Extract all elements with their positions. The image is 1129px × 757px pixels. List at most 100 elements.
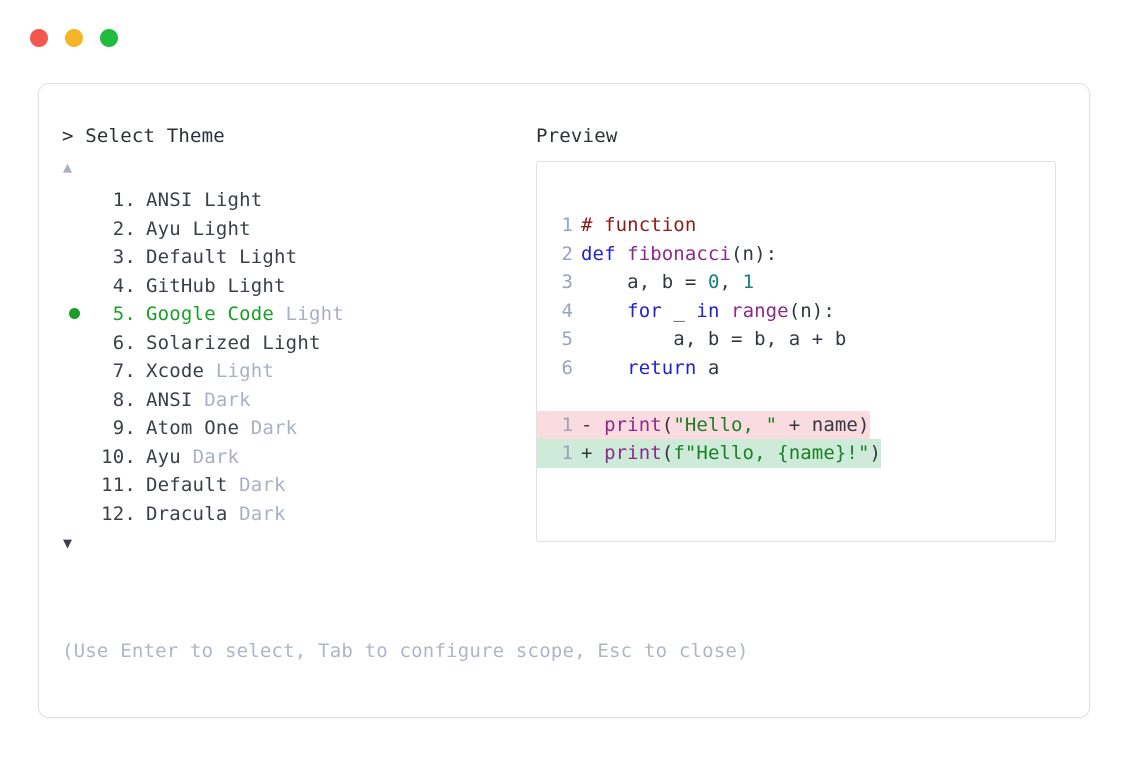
- code-token-plain: (n):: [788, 299, 835, 322]
- theme-item-space: [216, 275, 228, 297]
- code-line: 1# function: [537, 211, 1055, 240]
- theme-item-label: ANSI Light: [136, 186, 262, 215]
- scroll-up-arrow-icon[interactable]: ▲: [63, 158, 73, 176]
- minimize-window-button[interactable]: [65, 29, 83, 47]
- theme-item-variant: Light: [262, 331, 321, 354]
- prompt-spacer: [74, 125, 86, 147]
- code-line-text: a, b = b, a + b: [573, 325, 846, 354]
- theme-item-number: 5.: [112, 303, 136, 325]
- code-token-comment: # function: [581, 214, 697, 236]
- theme-item-variant: Light: [285, 303, 344, 325]
- close-window-button[interactable]: [30, 29, 48, 47]
- theme-item-label: Atom One Dark: [136, 414, 297, 443]
- theme-item-base-name: Xcode: [146, 360, 205, 382]
- theme-item-label: GitHub Light: [136, 272, 286, 301]
- theme-item-base-name: GitHub: [146, 274, 216, 297]
- theme-item-label: Default Light: [136, 243, 297, 272]
- theme-item-number: 12.: [101, 502, 136, 525]
- theme-item-space: [239, 417, 251, 439]
- code-line: 5 a, b = b, a + b: [537, 325, 1055, 354]
- theme-item-space: [204, 360, 216, 382]
- preview-label: Preview: [536, 125, 618, 147]
- theme-item-base-name: Default: [146, 474, 228, 496]
- code-line-text: return a: [573, 354, 719, 383]
- diff-line-text: + print(f"Hello, {name}!"): [573, 439, 881, 468]
- theme-item-base-name: Ayu: [146, 445, 181, 468]
- code-token-plain: ): [869, 442, 882, 464]
- theme-list-item[interactable]: 1.ANSI Light: [62, 186, 532, 215]
- theme-item-number: 4.: [112, 274, 136, 297]
- keyboard-hint: (Use Enter to select, Tab to configure s…: [62, 640, 749, 662]
- theme-item-base-name: ANSI: [146, 189, 193, 211]
- code-token-func: fibonacci: [627, 242, 732, 265]
- theme-list-item[interactable]: 11.Default Dark: [62, 471, 532, 500]
- theme-item-variant: Light: [227, 274, 286, 297]
- code-token-func: print: [604, 413, 662, 436]
- code-token-plain: (: [661, 413, 674, 436]
- theme-item-label: Google Code Light: [136, 300, 344, 329]
- theme-item-label: Dracula Dark: [136, 500, 286, 529]
- theme-item-variant: Dark: [250, 417, 298, 439]
- theme-item-variant: Dark: [239, 474, 286, 496]
- maximize-window-button[interactable]: [100, 29, 118, 47]
- theme-list-item[interactable]: 2.Ayu Light: [62, 215, 532, 244]
- theme-list-item[interactable]: 12.Dracula Dark: [62, 500, 532, 529]
- code-line-number: 2: [561, 242, 573, 265]
- selection-indicator: [62, 300, 94, 329]
- theme-item-base-name: Atom One: [146, 417, 240, 439]
- theme-item-label: ANSI Dark: [136, 386, 251, 415]
- code-token-number: 1: [742, 271, 755, 293]
- code-token-plain: a, b =: [581, 271, 708, 293]
- theme-list-item[interactable]: 10.Ayu Dark: [62, 443, 532, 472]
- theme-item-base-name: Solarized: [146, 331, 251, 354]
- theme-item-space: [274, 303, 286, 325]
- theme-item-space: [193, 389, 205, 411]
- code-token-plain: ,: [719, 271, 743, 293]
- selected-dot-icon: [69, 308, 80, 319]
- theme-item-number: 3.: [112, 246, 136, 268]
- diff-line-number: 1: [561, 442, 573, 464]
- theme-item-variant: Light: [192, 217, 251, 240]
- theme-list-item[interactable]: 5.Google Code Light: [62, 300, 532, 329]
- code-token-keyword: in: [696, 299, 720, 322]
- code-token-keyword: def: [581, 242, 628, 265]
- code-token-plain: _: [661, 299, 697, 322]
- prompt-caret: >: [62, 125, 74, 147]
- code-token-keyword: return: [627, 356, 697, 379]
- theme-item-variant: Dark: [204, 388, 251, 411]
- theme-item-space: [227, 246, 239, 268]
- theme-list-item[interactable]: 9.Atom One Dark: [62, 414, 532, 443]
- theme-item-variant: Dark: [192, 445, 240, 468]
- theme-list-item[interactable]: 3.Default Light: [62, 243, 532, 272]
- theme-list-item[interactable]: 6.Solarized Light: [62, 329, 532, 358]
- code-token-plain: [581, 300, 627, 322]
- theme-item-label: Ayu Dark: [136, 443, 239, 472]
- code-line: 3 a, b = 0, 1: [537, 268, 1055, 297]
- code-line-number: 4: [561, 299, 573, 322]
- theme-item-base-name: Google Code: [146, 303, 275, 325]
- theme-item-base-name: Dracula: [146, 502, 228, 525]
- diff-line-text: - print("Hello, " + name): [573, 411, 870, 440]
- theme-item-label: Solarized Light: [136, 329, 321, 358]
- theme-item-label: Ayu Light: [136, 215, 251, 244]
- code-line-number: 6: [561, 356, 573, 379]
- page-title: Select Theme: [85, 125, 225, 147]
- code-token-plain: + name): [777, 413, 870, 436]
- theme-list-item[interactable]: 4.GitHub Light: [62, 272, 532, 301]
- code-token-plain: [581, 357, 627, 379]
- prompt-title-row: > Select Theme: [62, 123, 532, 149]
- theme-item-number: 6.: [112, 331, 136, 354]
- diff-line-add: 1+ print(f"Hello, {name}!"): [537, 439, 882, 468]
- theme-list-item[interactable]: 8.ANSI Dark: [62, 386, 532, 415]
- theme-item-space: [181, 446, 193, 468]
- theme-list-item[interactable]: 7.Xcode Light: [62, 357, 532, 386]
- theme-item-label: Xcode Light: [136, 357, 274, 386]
- code-line-text: a, b = 0, 1: [573, 268, 754, 297]
- theme-item-number: 8.: [112, 388, 136, 411]
- scroll-down-arrow-icon[interactable]: ▼: [63, 534, 73, 552]
